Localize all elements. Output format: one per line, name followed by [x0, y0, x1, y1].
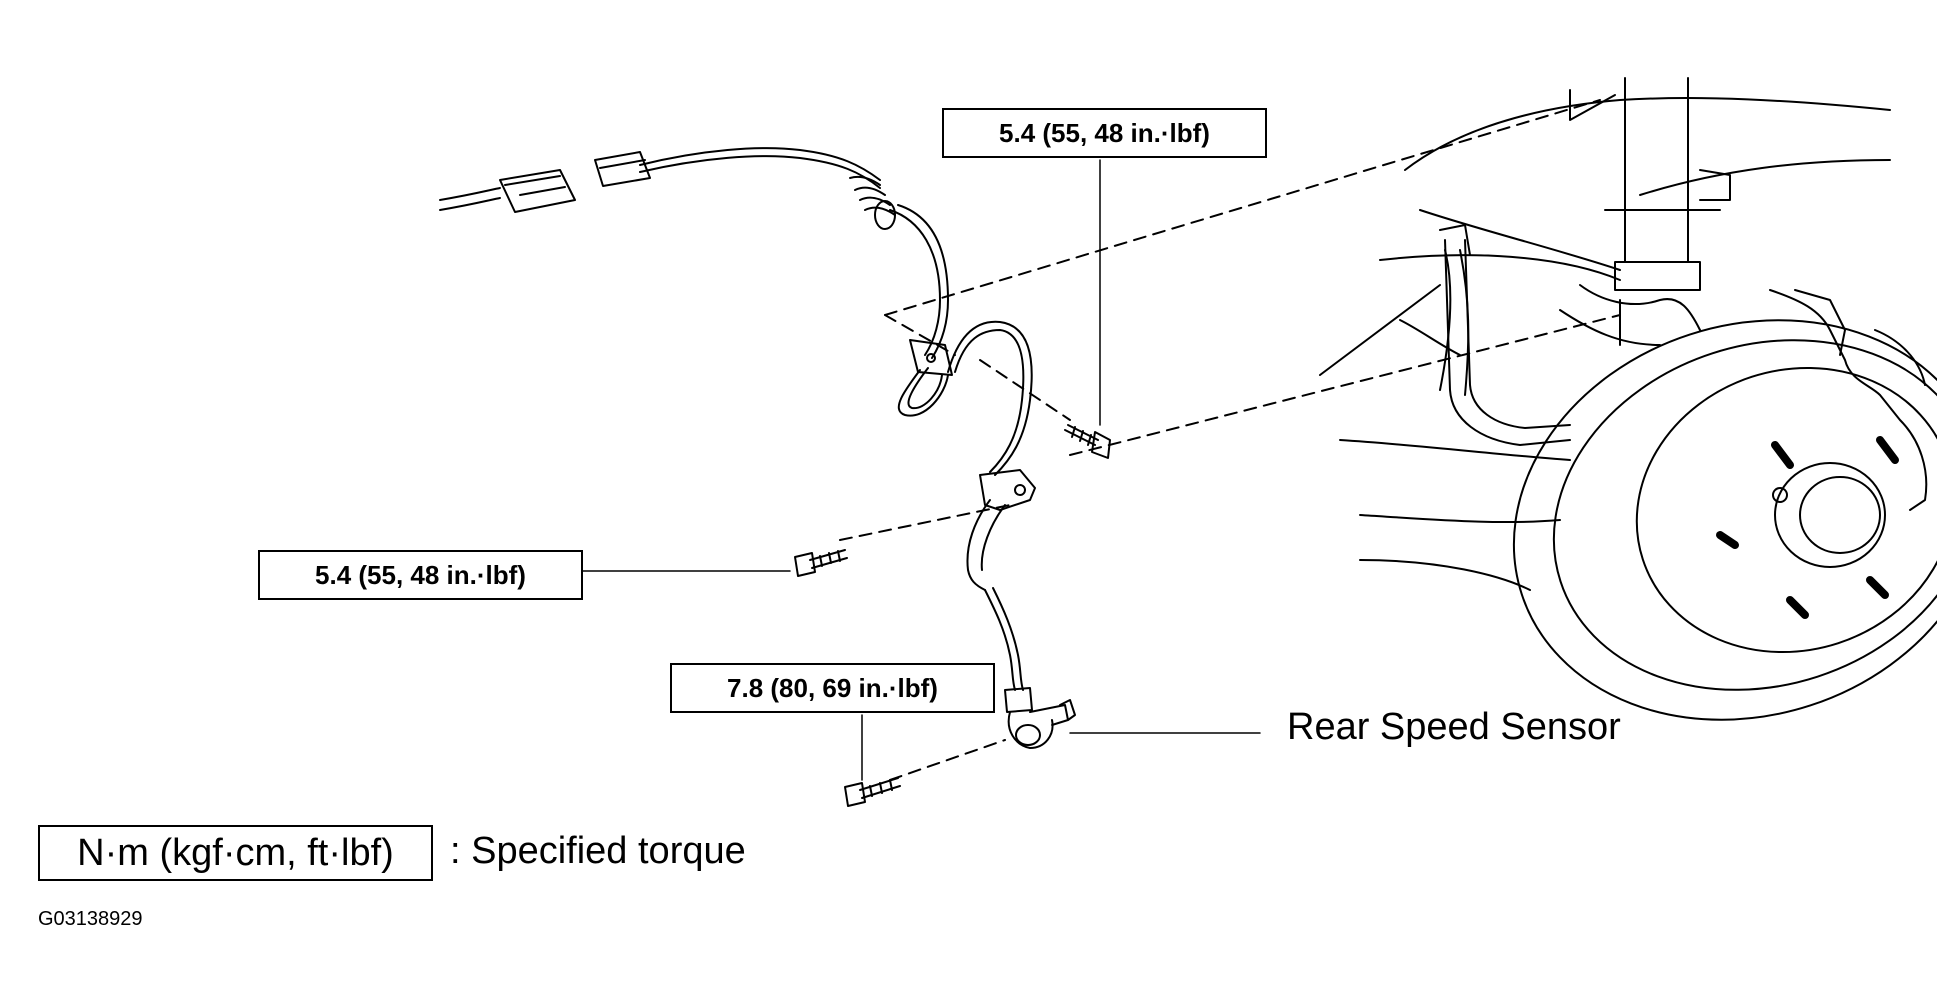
bolt-middle [794, 549, 848, 577]
torque-label-top: 5.4 (55, 48 in.·lbf) [942, 108, 1267, 158]
bolt-top [1064, 424, 1111, 459]
brake-disc-assembly [1512, 289, 1937, 721]
vehicle-body-lines [1319, 77, 1891, 591]
sensor-wire [849, 175, 1076, 749]
leader-lines [582, 159, 1261, 781]
dashed-alignment-lines [839, 99, 1621, 781]
legend-description: : Specified torque [450, 830, 746, 872]
bolt-bottom [844, 777, 901, 807]
rear-speed-sensor-label: Rear Speed Sensor [1287, 706, 1621, 748]
figure-code: G03138929 [38, 908, 143, 930]
harness-connector [439, 147, 881, 213]
legend-unit-box: N·m (kgf·cm, ft·lbf) [38, 825, 433, 881]
torque-label-bottom: 7.8 (80, 69 in.·lbf) [670, 663, 995, 713]
torque-label-middle: 5.4 (55, 48 in.·lbf) [258, 550, 583, 600]
